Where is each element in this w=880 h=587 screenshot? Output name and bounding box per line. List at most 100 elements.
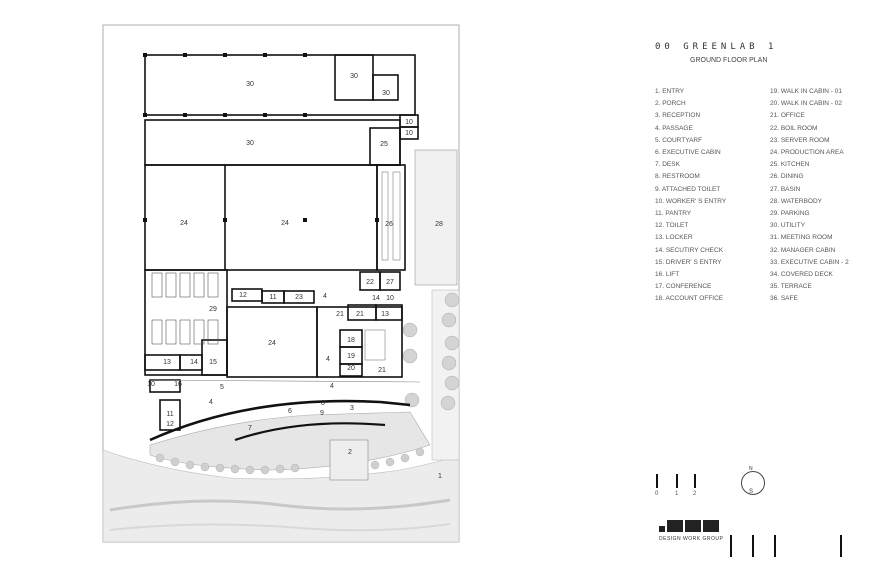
room-label: 9	[320, 410, 324, 417]
room-label: 24	[268, 340, 276, 347]
room-label: 12	[239, 292, 247, 299]
divider-bar	[840, 535, 842, 557]
north-sub-label: S	[749, 489, 754, 495]
logo-caption: DESIGN WORK GROUP	[659, 536, 724, 542]
scale-label: 0	[655, 491, 659, 497]
waterbody	[414, 149, 458, 286]
room-label: 13	[163, 359, 171, 366]
room-label: 30	[246, 140, 254, 147]
room-label: 30	[246, 81, 254, 88]
landscape-band	[102, 449, 460, 543]
landscape-path-2	[109, 523, 451, 532]
logo-block	[703, 520, 719, 532]
legend-item: 19. WALK IN CABIN - 01	[770, 88, 843, 95]
room-label: 30	[350, 73, 358, 80]
room-label: 15	[209, 359, 217, 366]
dining-tables	[364, 171, 401, 361]
legend-item: 26. DINING	[770, 173, 804, 181]
scale-tick	[694, 474, 696, 488]
room-label: 19	[347, 353, 355, 360]
room-label: 1	[438, 473, 442, 480]
room-label: 27	[386, 279, 394, 286]
room-label: 30	[382, 90, 390, 97]
room-label: 22	[366, 279, 374, 286]
legend-item: 4. PASSAGE	[655, 124, 693, 132]
project-title: 00 GREENLAB 1	[655, 42, 778, 52]
legend-item: 16. LIFT	[655, 271, 680, 279]
legend-item: 29. PARKING	[770, 210, 810, 218]
room-label: 10	[405, 130, 413, 137]
room-label: 24	[180, 220, 188, 227]
legend-item: 23. SERVER ROOM	[770, 136, 830, 144]
parking-cars	[151, 272, 219, 345]
room-label: 2	[348, 449, 352, 456]
room-label: 23	[295, 294, 303, 301]
curved-facade	[149, 399, 411, 442]
divider-bar	[774, 535, 776, 557]
legend-item: 36. SAFE	[770, 295, 798, 303]
legend-item: 20. WALK IN CABIN - 02	[770, 100, 843, 108]
logo-block	[659, 526, 665, 532]
room-label: 21	[336, 311, 344, 318]
curved-facade-inner	[234, 422, 386, 442]
legend-item: 5. COURTYARF	[655, 136, 703, 144]
hedge-dots	[155, 447, 425, 475]
room-label: 28	[435, 221, 443, 228]
legend-item: 33. EXECUTIVE CABIN - 2	[770, 258, 849, 266]
legend-item: 35. TERRACE	[770, 283, 812, 291]
room-label: 10	[147, 381, 155, 388]
legend-item: 34. COVERED DECK	[770, 271, 833, 279]
room-label: 5	[220, 384, 224, 391]
room-label: 4	[330, 383, 334, 390]
logo-block	[685, 520, 701, 532]
legend-item: 7. DESK	[655, 161, 680, 169]
legend-item: 9. ATTACHED TOILET	[655, 185, 721, 193]
room-label: 24	[281, 220, 289, 227]
room-label: 3	[350, 405, 354, 412]
north-arrow-icon	[741, 471, 765, 495]
scale-label: 2	[693, 491, 697, 497]
room-label: 10	[386, 295, 394, 302]
porch-paving	[329, 439, 369, 481]
room-label: 12	[166, 421, 174, 428]
legend-item: 10. WORKER' S ENTRY	[655, 197, 727, 205]
legend-item: 27. BASIN	[770, 185, 801, 193]
room-label: 4	[323, 293, 327, 300]
room-label: 7	[248, 425, 252, 432]
legend-item: 3. RECEPTION	[655, 112, 701, 120]
room-label: 10	[405, 119, 413, 126]
room-label: 14	[372, 295, 380, 302]
room-label: 11	[166, 411, 173, 418]
legend-item: 12. TOILET	[655, 222, 689, 230]
legend-item: 28. WATERBODY	[770, 197, 823, 205]
legend-item: 22. BOIL ROOM	[770, 124, 818, 132]
legend-item: 31. MEETING ROOM	[770, 234, 833, 242]
logo-block	[667, 520, 683, 532]
legend-right: 19. WALK IN CABIN - 01 20. WALK IN CABIN …	[770, 86, 849, 306]
legend-item: 14. SECUTIRY CHECK	[655, 246, 724, 254]
legend-item: 24. PRODUCTION AREA	[770, 149, 844, 157]
scale-label: 1	[675, 491, 679, 497]
legend-item: 18. ACCOUNT OFFICE	[655, 295, 724, 303]
room-label: 29	[209, 306, 217, 313]
room-label: 13	[381, 311, 389, 318]
walls	[144, 54, 419, 431]
divider-bar	[730, 535, 732, 557]
landscape-path	[109, 498, 451, 512]
north-label: N	[749, 466, 753, 472]
legend-item: 21. OFFICE	[770, 112, 805, 120]
legend-item: 1. ENTRY	[655, 88, 685, 95]
legend-item: 13. LOCKER	[655, 234, 693, 242]
garden-trees	[402, 292, 460, 411]
legend-item: 30. UTILITY	[770, 222, 806, 230]
legend-item: 17. CONFERENCE	[655, 283, 712, 291]
room-label: 14	[190, 359, 198, 366]
scale-tick	[676, 474, 678, 488]
columns	[143, 53, 379, 222]
room-label: 4	[326, 356, 330, 363]
room-label: 11	[269, 294, 276, 301]
legend-item: 25. KITCHEN	[770, 161, 810, 169]
room-label: 21	[378, 367, 386, 374]
